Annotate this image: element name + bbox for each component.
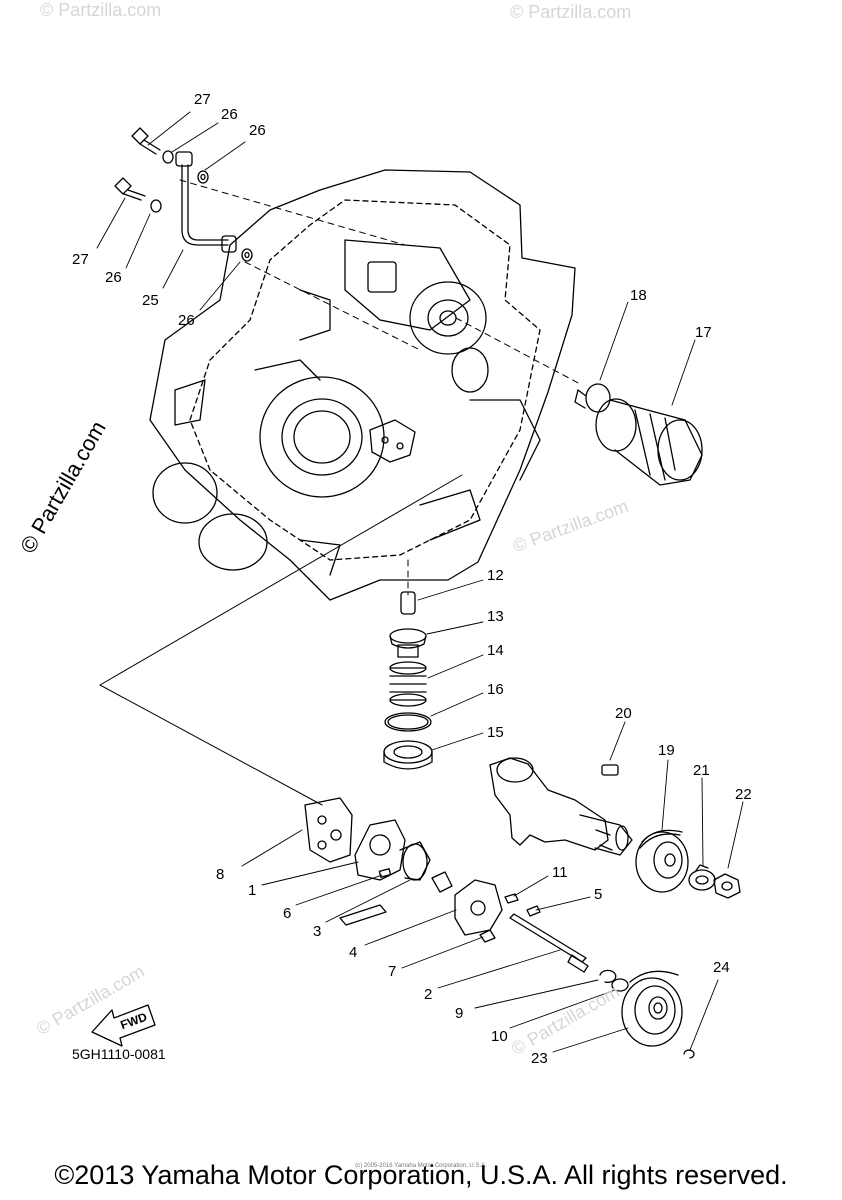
callout-label: 25 — [142, 292, 159, 309]
water-pump-housing — [489, 757, 633, 856]
callout-label: 26 — [178, 312, 195, 329]
lock-washer — [688, 864, 716, 891]
watermark-text: © Partzilla.com — [510, 2, 632, 22]
woodruff-key — [601, 764, 619, 776]
callout-label: 7 — [388, 963, 397, 980]
callout-label: 11 — [552, 864, 568, 881]
crankcase-cover — [149, 169, 576, 601]
flat-washer — [611, 978, 629, 992]
callout-label: 10 — [491, 1028, 508, 1045]
callout-label: 2 — [424, 986, 433, 1003]
callout-label: 15 — [487, 724, 504, 741]
callout-label: 1 — [248, 882, 257, 899]
impeller-gear — [621, 970, 683, 1047]
oil-filter — [574, 383, 703, 486]
callout-label: 6 — [283, 905, 292, 922]
watermark: © Partzilla.com — [510, 2, 631, 23]
watermark: © Partzilla.com — [40, 0, 161, 21]
callout-label: 22 — [735, 786, 752, 803]
callout-label: 19 — [658, 742, 675, 759]
callout-label: 23 — [531, 1050, 548, 1067]
callout-label: 13 — [487, 608, 504, 625]
gasket — [304, 797, 353, 863]
callout-label: 27 — [194, 91, 211, 108]
callout-label: 27 — [72, 251, 89, 268]
callout-label: 5 — [594, 886, 603, 903]
oil-delivery-pipe — [114, 127, 253, 262]
relief-valve-assembly — [383, 591, 433, 770]
nut — [713, 873, 741, 899]
callout-label: 8 — [216, 866, 225, 883]
copyright-notice: ©2013 Yamaha Motor Corporation, U.S.A. A… — [54, 1160, 788, 1190]
callout-label: 24 — [713, 959, 730, 976]
drive-gear — [635, 829, 689, 893]
callout-label: 21 — [693, 762, 710, 779]
callout-label: 4 — [349, 944, 358, 961]
watermark-text: © Partzilla.com — [40, 0, 162, 20]
retaining-clip — [683, 1049, 695, 1059]
callout-label: 16 — [487, 681, 504, 698]
callout-label: 3 — [313, 923, 322, 940]
callout-label: 18 — [630, 287, 647, 304]
callout-label: 14 — [487, 642, 504, 659]
callout-label: 9 — [455, 1005, 464, 1022]
callout-label: 17 — [695, 324, 712, 341]
diagram-code: 5GH1110-0081 — [72, 1046, 166, 1062]
fwd-arrow — [91, 1004, 156, 1047]
oil-pump-cover — [454, 879, 541, 943]
callout-label: 12 — [487, 567, 504, 584]
callout-label: 26 — [105, 269, 122, 286]
circlip — [599, 969, 617, 984]
callout-label: 26 — [221, 106, 238, 123]
tiny-copyright: (c) 2005-2016 Yamaha Motor Corporation, … — [355, 1163, 487, 1169]
oil-pump-housing — [339, 819, 453, 926]
callout-label: 26 — [249, 122, 266, 139]
pump-drive-shaft — [509, 913, 589, 973]
callout-label: 20 — [615, 705, 632, 722]
